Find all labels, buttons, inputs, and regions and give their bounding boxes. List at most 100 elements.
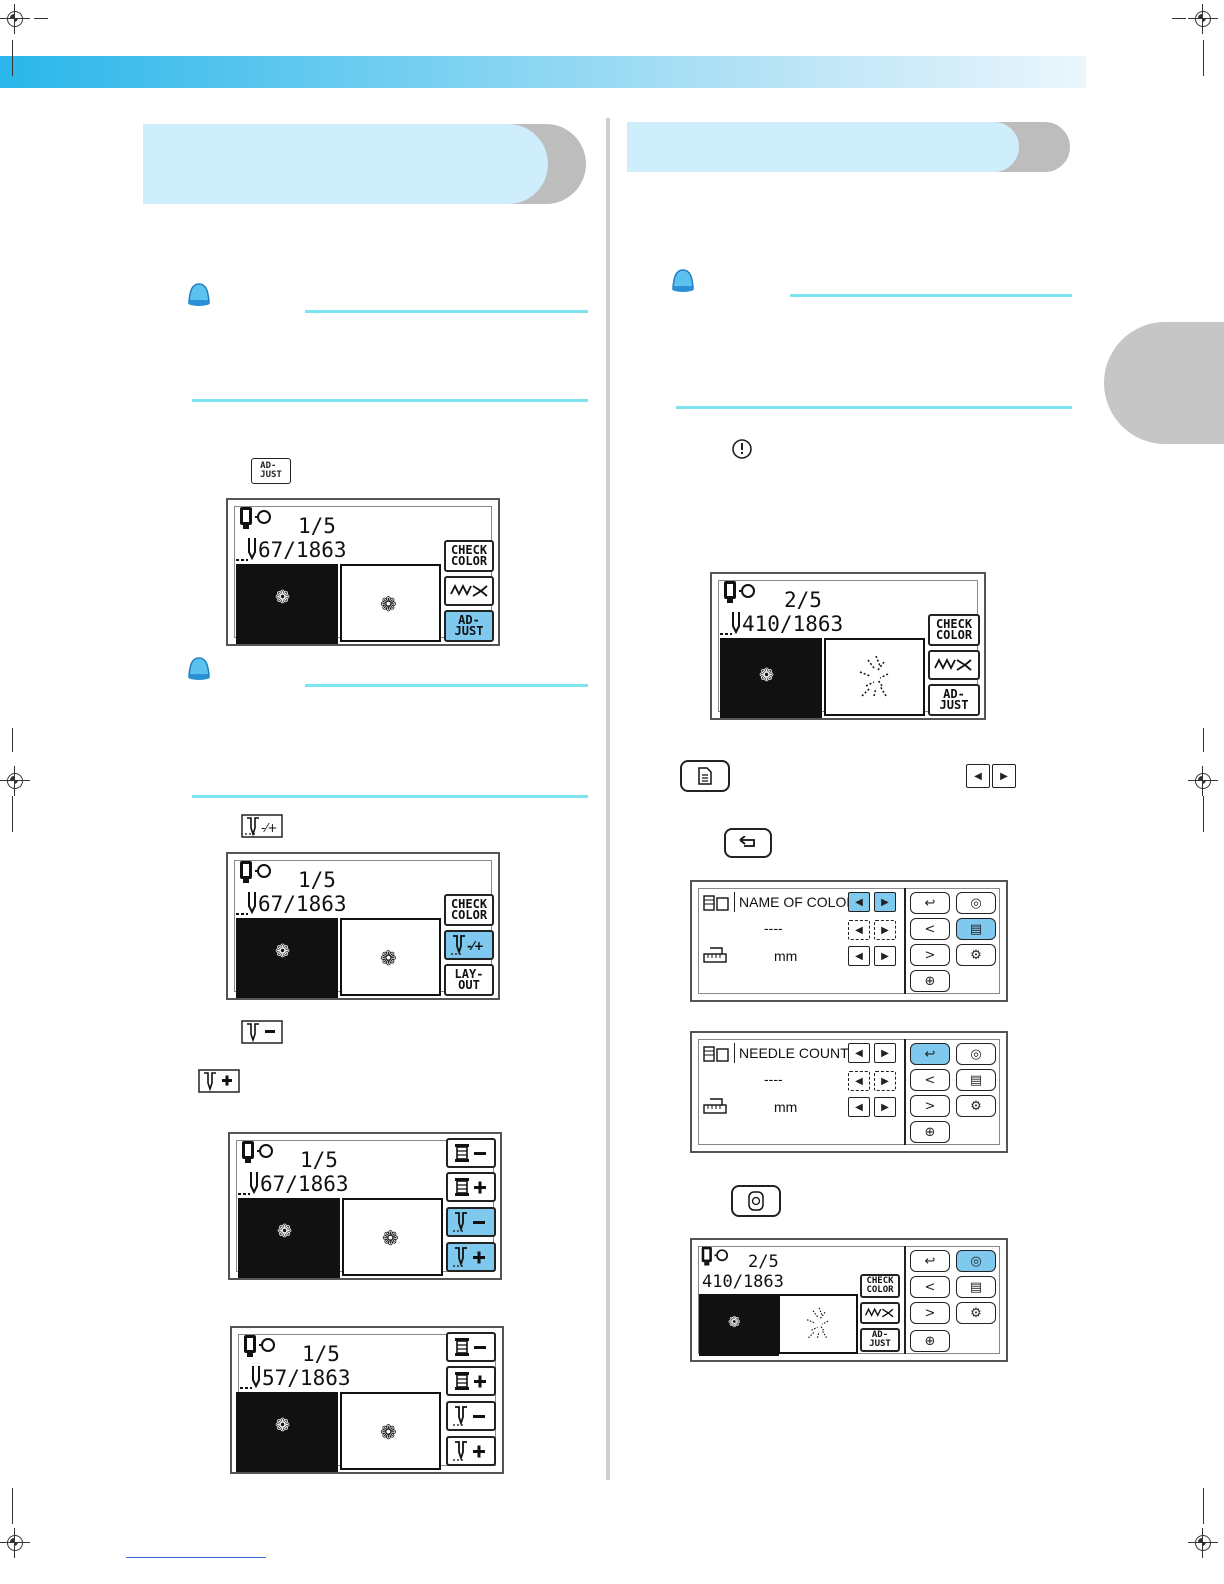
adjust-button[interactable]: AD- JUST (860, 1328, 900, 1352)
start-stop-icon (732, 439, 752, 459)
back-button[interactable]: ↩ (910, 892, 950, 914)
adjust-button[interactable]: AD- JUST (928, 684, 980, 716)
thread-trim-button[interactable] (928, 650, 980, 680)
prev-arrow-button[interactable]: ◀ (848, 1097, 870, 1117)
adjust-button[interactable]: AD- JUST (444, 610, 494, 642)
color-minus-button[interactable] (446, 1138, 496, 1168)
next-button[interactable]: > (910, 1302, 950, 1324)
pattern-icon: ❁ (380, 1420, 397, 1444)
check-color-button[interactable]: CHECK COLOR (860, 1274, 900, 1298)
embroidery-button[interactable]: ◎ (956, 1043, 996, 1065)
lcd-screen: 2/5 410/1863 ❁ CHECK COLOR AD- JUST (710, 572, 986, 720)
column-divider (606, 118, 610, 1480)
info-value: ---- (764, 1071, 783, 1087)
prev-button[interactable]: < (910, 918, 950, 940)
settings-button[interactable]: ⚙ (956, 1095, 996, 1117)
prev-arrow-button[interactable]: ◀ (848, 1071, 870, 1091)
section-header-left (143, 124, 548, 204)
needle-plus-key-icon (198, 1069, 240, 1093)
preview-pane-light: ❁ (340, 918, 441, 996)
next-arrow-button[interactable]: ▶ (874, 1043, 896, 1063)
memo-rule (676, 406, 1072, 409)
needle-plus-icon (453, 1441, 485, 1461)
info-unit: mm (774, 1099, 798, 1115)
pattern-icon: ❁ (382, 1226, 399, 1250)
needle-minus-button[interactable] (446, 1401, 496, 1431)
lcd-screen: 1/5 67/1863 ❁ ❁ (228, 1132, 502, 1280)
settings-button[interactable]: ⚙ (956, 1302, 996, 1324)
trim-line (1203, 728, 1204, 752)
info-panel: NEEDLE COUNT ◀ ▶ ---- ◀ ▶ mm ◀ ▶ ↩ ◎ < ▤… (690, 1031, 1008, 1153)
check-color-button[interactable]: CHECK COLOR (444, 540, 494, 572)
prev-arrow-button[interactable]: ◀ (848, 892, 870, 912)
right-arrow-icon: ▶ (992, 764, 1016, 788)
needle-plus-button[interactable] (446, 1436, 496, 1466)
memo-rule (305, 310, 588, 313)
next-arrow-button[interactable]: ▶ (874, 892, 896, 912)
next-arrow-button[interactable]: ▶ (874, 920, 896, 940)
layout-button[interactable]: LAY- OUT (444, 964, 494, 996)
back-button[interactable]: ↩ (910, 1250, 950, 1272)
needle-minus-key-icon (241, 1020, 283, 1044)
memo-rule (192, 399, 588, 402)
lcd-frame (698, 888, 1000, 994)
page-button[interactable]: ▤ (956, 1276, 996, 1298)
check-color-button[interactable]: CHECK COLOR (444, 894, 494, 926)
color-counter: 1/5 (302, 1342, 340, 1366)
svg-text:-⁄+: -⁄+ (261, 821, 277, 835)
embroidery-button[interactable]: ◎ (956, 1250, 996, 1272)
check-color-button[interactable]: CHECK COLOR (928, 614, 980, 646)
machine-button[interactable]: ⊕ (910, 970, 950, 992)
needle-minus-icon (453, 1406, 485, 1426)
page-button[interactable]: ▤ (956, 918, 996, 940)
info-value: ---- (764, 920, 783, 936)
panel-separator (904, 888, 906, 994)
trim-line (12, 796, 13, 832)
pattern-icon: ❁ (380, 946, 397, 970)
thread-trim-icon (934, 657, 972, 671)
color-minus-button[interactable] (446, 1332, 496, 1362)
back-button[interactable]: ↩ (910, 1043, 950, 1065)
preview-pane-light (778, 1294, 858, 1354)
prev-arrow-button[interactable]: ◀ (848, 946, 870, 966)
thread-trim-button[interactable] (860, 1302, 900, 1324)
section-header-right (627, 122, 1019, 172)
next-arrow-button[interactable]: ▶ (874, 1097, 896, 1117)
spool-plus-icon (455, 1178, 486, 1196)
next-button[interactable]: > (910, 1095, 950, 1117)
ruler-icon (703, 1098, 727, 1114)
settings-button[interactable]: ⚙ (956, 944, 996, 966)
thread-trim-button[interactable] (444, 576, 494, 606)
info-label: NAME OF COLOR (734, 892, 862, 912)
needle-plus-button[interactable] (446, 1242, 496, 1272)
prev-button[interactable]: < (910, 1069, 950, 1091)
panel-separator (904, 1246, 906, 1354)
embroidery-button[interactable]: ◎ (956, 892, 996, 914)
prev-button[interactable]: < (910, 1276, 950, 1298)
next-arrow-button[interactable]: ▶ (874, 1071, 896, 1091)
ruler-icon (703, 947, 727, 963)
needle-jump-button[interactable]: -⁄+ (444, 930, 494, 960)
color-plus-button[interactable] (446, 1172, 496, 1202)
memo-bell-icon (188, 657, 210, 680)
machine-button[interactable]: ⊕ (910, 1330, 950, 1352)
crop-mark-icon (1188, 1528, 1218, 1558)
memo-bell-icon (188, 283, 210, 306)
left-arrow-icon: ◀ (966, 764, 990, 788)
preview-pane-dark: ❁ (236, 564, 338, 644)
preview-pane-light: ❁ (340, 1392, 441, 1470)
frame-bulb-icon (240, 507, 271, 529)
prev-arrow-button[interactable]: ◀ (848, 920, 870, 940)
next-arrow-button[interactable]: ▶ (874, 946, 896, 966)
next-button[interactable]: > (910, 944, 950, 966)
adjust-key-icon: AD- JUST (251, 458, 291, 484)
machine-button[interactable]: ⊕ (910, 1121, 950, 1143)
needle-minus-button[interactable] (446, 1207, 496, 1237)
stitch-counter: 67/1863 (258, 538, 347, 562)
page-button[interactable]: ▤ (956, 1069, 996, 1091)
color-plus-button[interactable] (446, 1366, 496, 1396)
preview-pane-dark: ❁ (236, 918, 338, 998)
preview-pane-light: ❁ (342, 1198, 443, 1276)
prev-arrow-button[interactable]: ◀ (848, 1043, 870, 1063)
frame-bulb-icon (242, 1141, 273, 1163)
